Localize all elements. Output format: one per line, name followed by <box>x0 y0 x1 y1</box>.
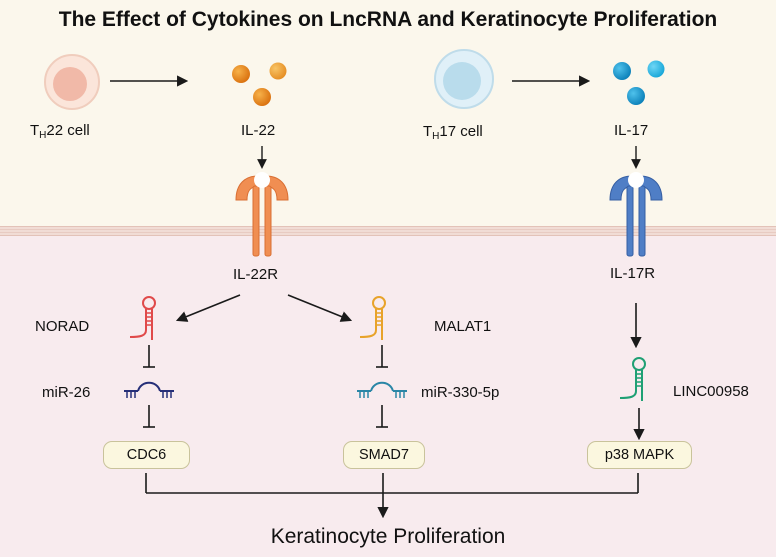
th17-cell-label-sub: H <box>432 131 440 142</box>
il17-molecules-icon <box>613 60 665 105</box>
il17r-label: IL-17R <box>610 265 656 282</box>
cdc6-box: CDC6 <box>103 441 190 469</box>
arrow-il22r-to-malat1 <box>287 294 353 322</box>
norad-label: NORAD <box>35 318 90 335</box>
inhibit-malat1-to-mir330 <box>376 345 388 368</box>
th22-cell-icon <box>44 54 100 110</box>
th17-cell-label-main: T <box>423 123 433 140</box>
il22r-receptor-icon <box>235 172 289 257</box>
il22-molecules-icon <box>232 62 287 106</box>
il22-label: IL-22 <box>241 122 276 139</box>
il22r-label: IL-22R <box>233 266 279 283</box>
th17-cell-label-rest: 17 cell <box>439 123 483 140</box>
inhibit-norad-to-mir26 <box>143 345 155 368</box>
th22-cell-label-sub: H <box>39 130 47 141</box>
inhibit-mir330-to-smad7 <box>376 405 388 428</box>
il17-label: IL-17 <box>614 122 649 139</box>
il17r-receptor-icon <box>609 172 663 257</box>
norad-lncrna-icon <box>129 296 156 340</box>
th17-cell-icon <box>434 49 494 109</box>
cell-membrane <box>0 226 776 236</box>
mir330-label: miR-330-5p <box>421 384 500 401</box>
diagram-title: The Effect of Cytokines on LncRNA and Ke… <box>58 8 718 31</box>
mir26-mirna-icon <box>124 381 174 398</box>
convergence-connector <box>145 473 639 494</box>
p38mapk-box: p38 MAPK <box>587 441 692 469</box>
smad7-box: SMAD7 <box>343 441 425 469</box>
linc00958-lncrna-icon <box>619 357 646 401</box>
th22-cell-label-rest: 22 cell <box>46 122 90 139</box>
th22-cell-label-main: T <box>30 122 40 139</box>
intracellular-band <box>0 236 776 557</box>
mir26-label: miR-26 <box>42 384 91 401</box>
keratinocyte-proliferation-label: Keratinocyte Proliferation <box>270 525 506 548</box>
malat1-label: MALAT1 <box>434 318 492 335</box>
arrow-il22r-to-norad <box>175 294 241 322</box>
malat1-lncrna-icon <box>359 296 386 340</box>
th17-cell-label: TH17 cell <box>423 123 483 142</box>
th22-cell-label: TH22 cell <box>30 122 90 141</box>
inhibit-mir26-to-cdc6 <box>143 405 155 428</box>
linc00958-label: LINC00958 <box>673 383 749 400</box>
mir330-mirna-icon <box>357 381 407 398</box>
